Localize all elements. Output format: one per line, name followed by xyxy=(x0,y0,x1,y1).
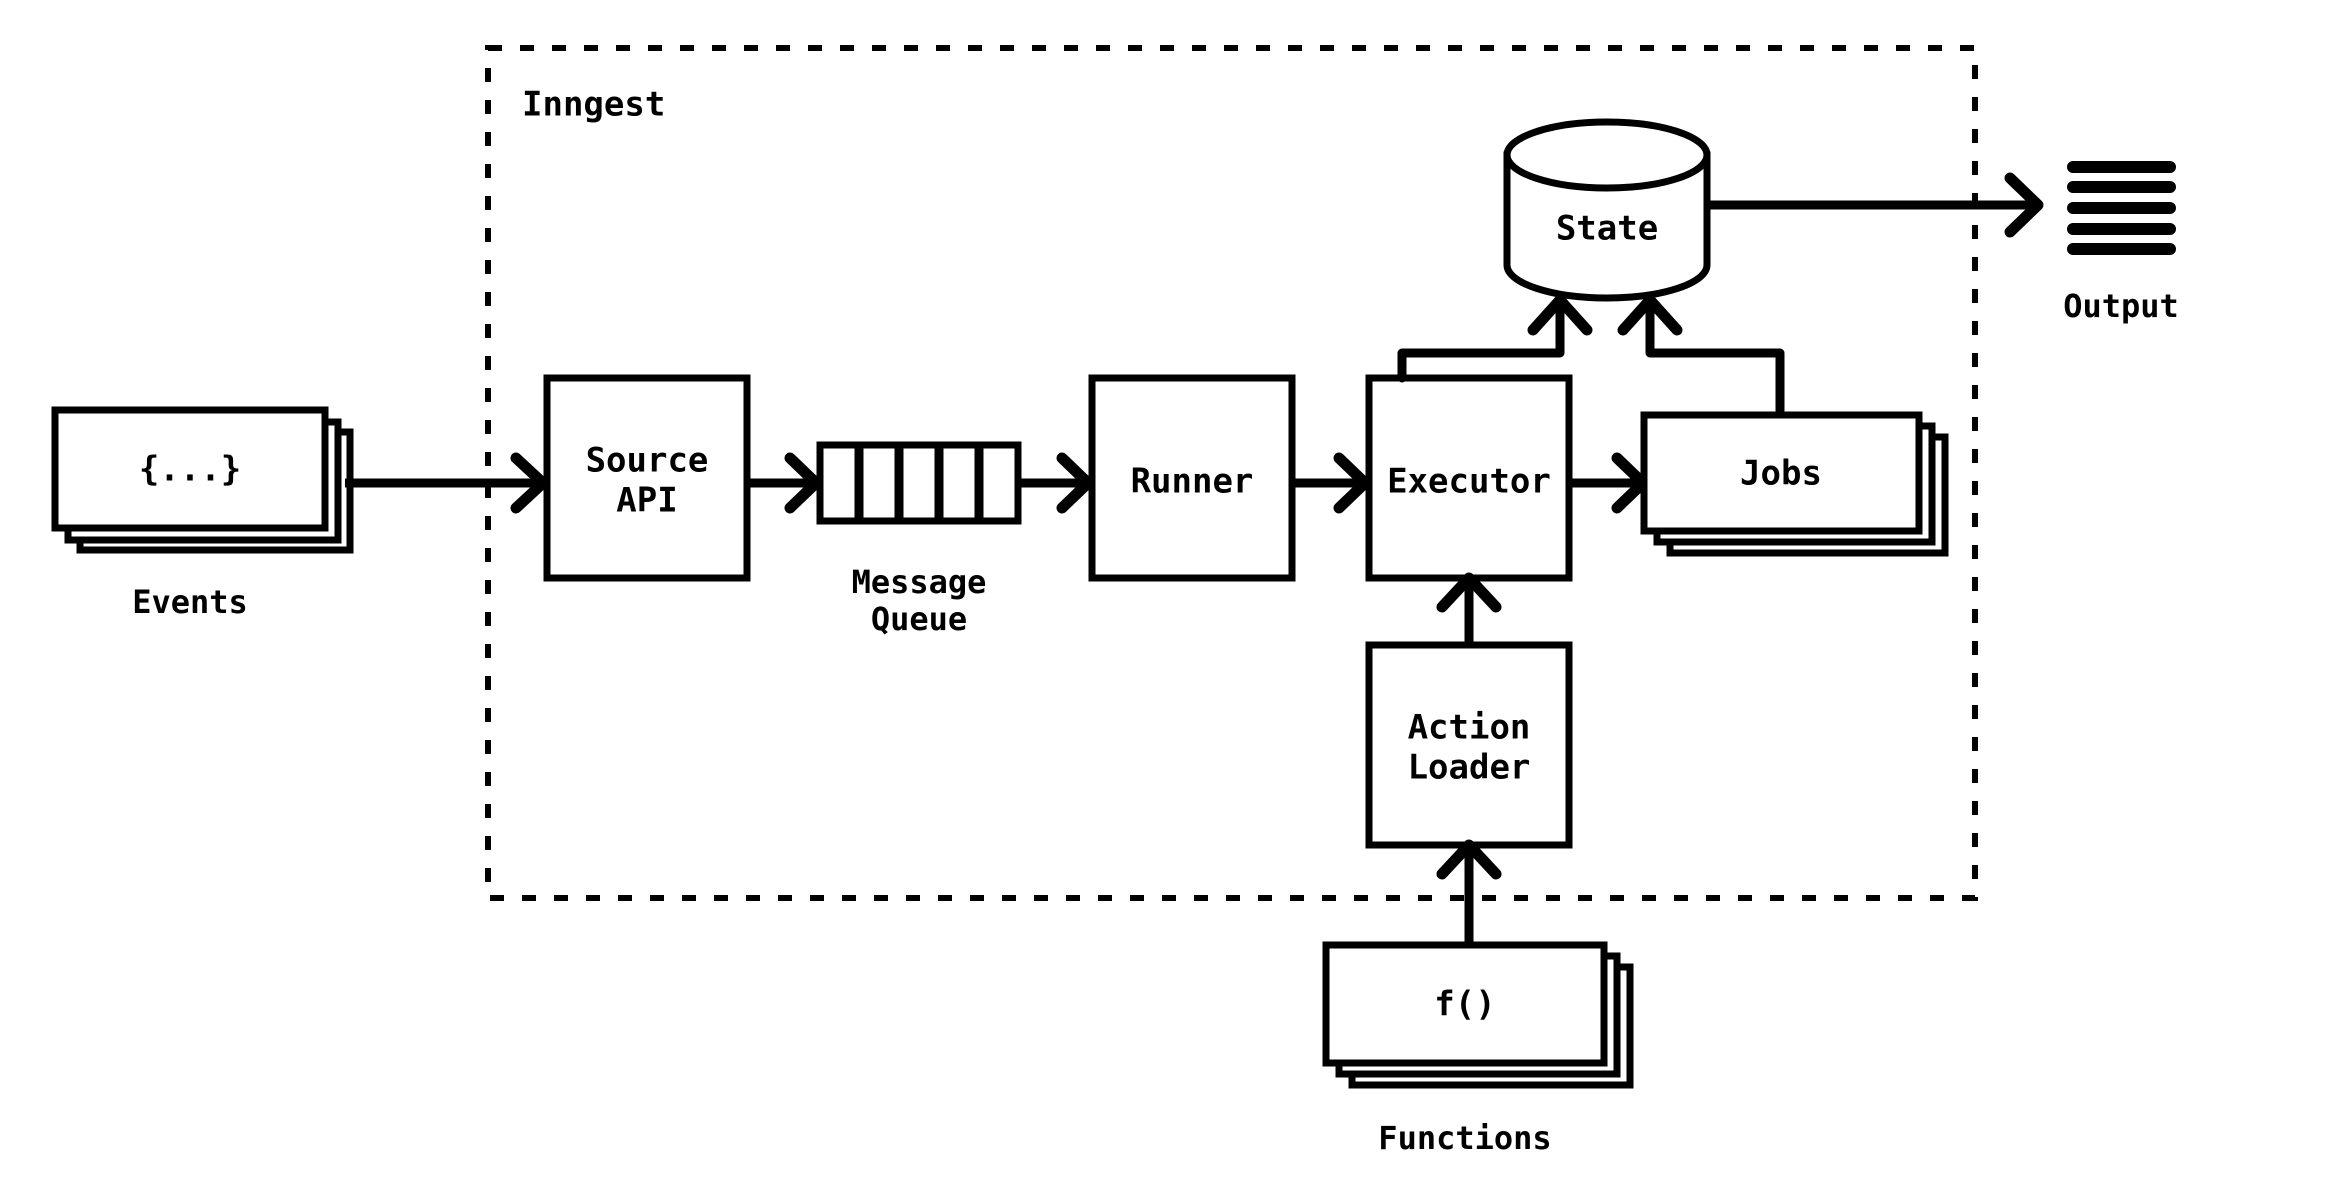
runner-label: Runner xyxy=(1131,462,1254,502)
inngest-container-border xyxy=(485,45,1978,901)
edge-functions-to-action-loader xyxy=(1436,839,1502,945)
edge-action-loader-to-executor-arrowhead xyxy=(1436,572,1502,613)
state-label: State xyxy=(1556,209,1658,249)
edge-executor-to-state xyxy=(1397,294,1593,383)
inngest-container-label: Inngest xyxy=(522,85,665,125)
action-loader-node[interactable]: Action Loader xyxy=(1365,641,1573,849)
edge-executor-to-jobs xyxy=(1569,452,1649,514)
source-api-node[interactable]: Source API xyxy=(543,374,751,582)
state-cylinder-top xyxy=(1503,118,1711,192)
edge-action-loader-to-executor xyxy=(1436,572,1502,645)
message-queue-box xyxy=(816,441,1022,525)
action-loader-label-line1: Action xyxy=(1408,708,1531,748)
action-loader-box xyxy=(1365,641,1573,849)
output-caption: Output xyxy=(2063,287,2179,325)
edge-state-to-output-arrowhead xyxy=(2004,172,2044,238)
message-queue-caption-line1: Message xyxy=(852,563,987,601)
edge-jobs-to-state-arrowhead xyxy=(1617,294,1683,336)
edge-source-api-to-queue xyxy=(747,452,822,514)
message-queue-caption-line2: Queue xyxy=(871,600,967,638)
functions-card-front xyxy=(1322,941,1608,1067)
edge-executor-to-state-arrowhead xyxy=(1527,294,1593,336)
source-api-label-line2: API xyxy=(616,481,677,521)
runner-node[interactable]: Runner xyxy=(1088,374,1296,582)
events-node[interactable]: {...} xyxy=(51,406,354,554)
events-card-front xyxy=(51,406,329,532)
events-caption: Events xyxy=(132,583,248,621)
edge-jobs-to-state xyxy=(1617,294,1785,420)
state-cylinder-body xyxy=(1503,151,1711,302)
runner-box xyxy=(1088,374,1296,582)
jobs-label: Jobs xyxy=(1740,454,1822,494)
edge-queue-to-runner-arrowhead xyxy=(1056,452,1094,514)
functions-node[interactable]: f() xyxy=(1322,941,1634,1089)
edge-runner-to-executor-arrowhead xyxy=(1333,452,1371,514)
edge-jobs-to-state-line xyxy=(1645,297,1785,420)
edge-queue-to-runner xyxy=(1018,452,1094,514)
edge-events-to-source-api xyxy=(345,452,549,514)
functions-caption: Functions xyxy=(1378,1119,1551,1157)
edge-state-to-output xyxy=(1707,172,2044,238)
jobs-card-front xyxy=(1640,411,1923,535)
output-node[interactable] xyxy=(2067,161,2176,255)
executor-node[interactable]: Executor xyxy=(1365,374,1573,582)
edge-runner-to-executor xyxy=(1292,452,1371,514)
source-api-label-line1: Source xyxy=(586,441,709,481)
source-api-box xyxy=(543,374,751,582)
edge-executor-to-state-line xyxy=(1397,297,1565,383)
edge-functions-to-action-loader-arrowhead xyxy=(1436,839,1502,880)
message-queue-node[interactable] xyxy=(816,441,1022,525)
inngest-container: Inngest xyxy=(485,45,1978,901)
state-node[interactable]: State xyxy=(1503,118,1711,302)
edge-events-to-source-api-arrowhead xyxy=(510,452,549,514)
executor-box xyxy=(1365,374,1573,582)
jobs-node[interactable]: Jobs xyxy=(1640,411,1949,557)
functions-label: f() xyxy=(1434,985,1495,1025)
edge-source-api-to-queue-arrowhead xyxy=(784,452,822,514)
events-label: {...} xyxy=(139,450,241,490)
action-loader-label-line2: Loader xyxy=(1408,748,1531,788)
executor-label: Executor xyxy=(1387,462,1551,502)
